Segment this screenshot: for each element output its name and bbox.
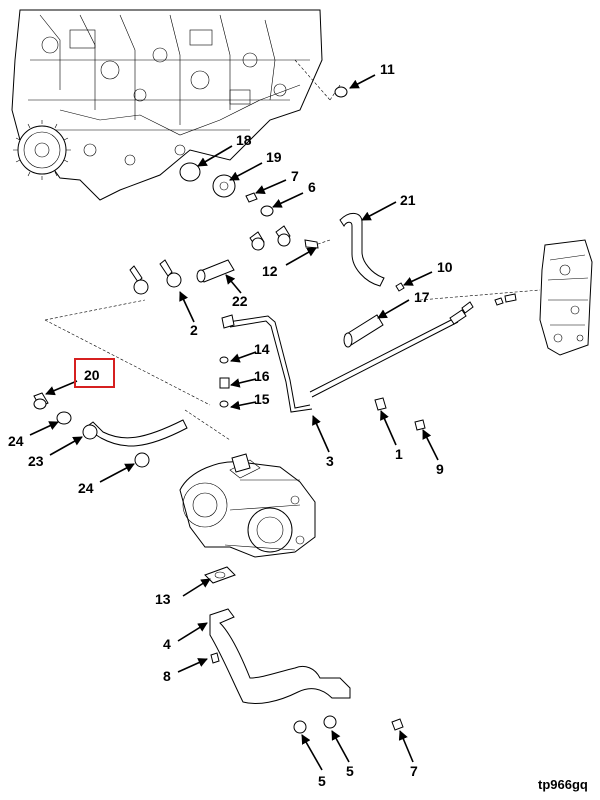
- turbocharger-illustration: [179, 453, 316, 558]
- callout-5-right: 5: [346, 763, 354, 779]
- callout-18: 18: [236, 132, 252, 148]
- callout-22: 22: [232, 293, 248, 309]
- oil-supply-tube: [219, 314, 426, 431]
- left-parts: [33, 392, 188, 468]
- callout-1: 1: [395, 446, 403, 462]
- callout-2: 2: [190, 322, 198, 338]
- callout-5-left: 5: [318, 773, 326, 789]
- callout-8: 8: [163, 668, 171, 684]
- engine-block-illustration: [11, 9, 331, 201]
- callout-labels: 11 18 19 7 6 21 10 12 17 22 2 14 16 15 2…: [8, 61, 588, 792]
- callout-9: 9: [436, 461, 444, 477]
- callout-12: 12: [262, 263, 278, 279]
- callout-11: 11: [380, 61, 395, 77]
- leader-arrows: [29, 74, 439, 771]
- callout-20: 20: [84, 367, 100, 383]
- callout-15: 15: [254, 391, 270, 407]
- callout-7-upper: 7: [291, 168, 299, 184]
- figure-reference-code: tp966gq: [538, 777, 588, 792]
- callout-6: 6: [308, 179, 316, 195]
- callout-23: 23: [28, 453, 44, 469]
- callout-17: 17: [414, 289, 430, 305]
- callout-24-lower: 24: [78, 480, 94, 496]
- callout-21: 21: [400, 192, 416, 208]
- callout-4: 4: [163, 636, 171, 652]
- callout-19: 19: [266, 149, 282, 165]
- callout-10: 10: [437, 259, 453, 275]
- lower-parts: [204, 566, 404, 734]
- callout-3: 3: [326, 453, 334, 469]
- callout-16: 16: [254, 368, 270, 384]
- callout-13: 13: [155, 591, 171, 607]
- reference-dashed-lines: [44, 84, 541, 441]
- callout-7-lower: 7: [410, 763, 418, 779]
- upper-small-parts: [129, 86, 517, 398]
- callout-24-upper: 24: [8, 433, 24, 449]
- callout-20-highlight-box: [74, 358, 115, 388]
- right-side-component: [539, 239, 593, 356]
- callout-14: 14: [254, 341, 270, 357]
